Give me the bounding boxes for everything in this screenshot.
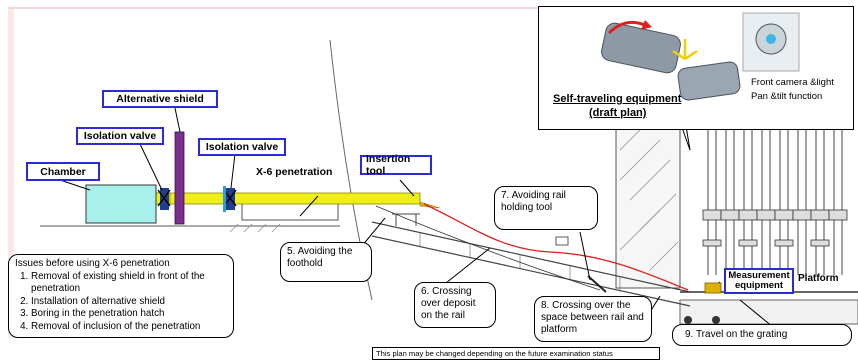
step-7-callout: 7. Avoiding rail holding tool xyxy=(494,186,598,230)
plan-note: This plan may be changed depending on th… xyxy=(372,347,660,360)
platform-rollers xyxy=(684,316,720,324)
concrete-pedestal xyxy=(615,119,681,289)
label-isolation-valve-left: Isolation valve xyxy=(76,127,164,145)
left-wall-area xyxy=(8,8,14,338)
step-8-callout: 8. Crossing over the space between rail … xyxy=(534,296,652,342)
step-6-callout: 6. Crossing over deposit on the rail xyxy=(414,282,496,328)
isolation-valve-left xyxy=(157,188,171,210)
issues-title: Issues before using X-6 penetration xyxy=(15,258,170,269)
rail-ties xyxy=(419,233,621,290)
platform-arrow xyxy=(685,125,691,151)
issues-callout: Issues before using X-6 penetration Remo… xyxy=(8,254,234,338)
self-traveling-equipment-inset: Self-traveling equipment (draft plan) Fr… xyxy=(538,6,854,130)
step-9-callout: 9. Travel on the grating xyxy=(672,324,852,346)
inset-art xyxy=(601,12,800,101)
step-8-text: 8. Crossing over the space between rail … xyxy=(541,300,644,335)
label-chamber: Chamber xyxy=(26,162,100,181)
crd-housings xyxy=(707,130,843,275)
step-6-text: 6. Crossing over deposit on the rail xyxy=(421,286,476,321)
label-x6-penetration: X-6 penetration xyxy=(256,166,333,178)
inset-feature-line2: Pan &tilt function xyxy=(751,91,823,102)
robot-on-rail xyxy=(587,275,607,293)
foothold xyxy=(392,213,420,226)
inset-title-line1: Self-traveling equipment xyxy=(553,93,682,105)
chamber xyxy=(85,184,157,224)
label-insertion-tool: Insertion tool xyxy=(360,153,432,177)
concrete-hatch xyxy=(619,129,679,271)
step-7-text: 7. Avoiding rail holding tool xyxy=(501,190,566,213)
crd-flanges xyxy=(702,209,848,247)
step-5-text: 5. Avoiding the foothold xyxy=(287,246,353,269)
issue-item: Removal of inclusion of the penetration xyxy=(31,321,227,334)
tether xyxy=(375,205,601,291)
label-isolation-valve-right: Isolation valve xyxy=(198,138,286,156)
platform-base xyxy=(679,299,858,325)
isolation-valve-right xyxy=(223,186,237,212)
issues-list: Removal of existing shield in front of t… xyxy=(15,271,227,334)
step-9-text: 9. Travel on the grating xyxy=(685,329,788,340)
inset-feature-line1: Front camera &light xyxy=(751,77,834,88)
label-alternative-shield: Alternative shield xyxy=(102,90,218,108)
floor-hatch xyxy=(229,223,281,233)
inclined-rail xyxy=(371,221,691,307)
issue-item: Boring in the penetration hatch xyxy=(31,308,227,321)
alternative-shield xyxy=(174,131,185,225)
rail-holding-tool xyxy=(555,236,569,246)
inset-title-line2: (draft plan) xyxy=(589,107,647,119)
step-5-callout: 5. Avoiding the foothold xyxy=(280,242,372,282)
cable xyxy=(423,203,689,291)
issue-item: Removal of existing shield in front of t… xyxy=(31,271,227,296)
issue-item: Installation of alternative shield xyxy=(31,296,227,309)
label-platform: Platform xyxy=(798,273,839,284)
measurement-equipment-box xyxy=(704,282,722,294)
label-measurement-equipment: Measurement equipment xyxy=(724,268,794,294)
